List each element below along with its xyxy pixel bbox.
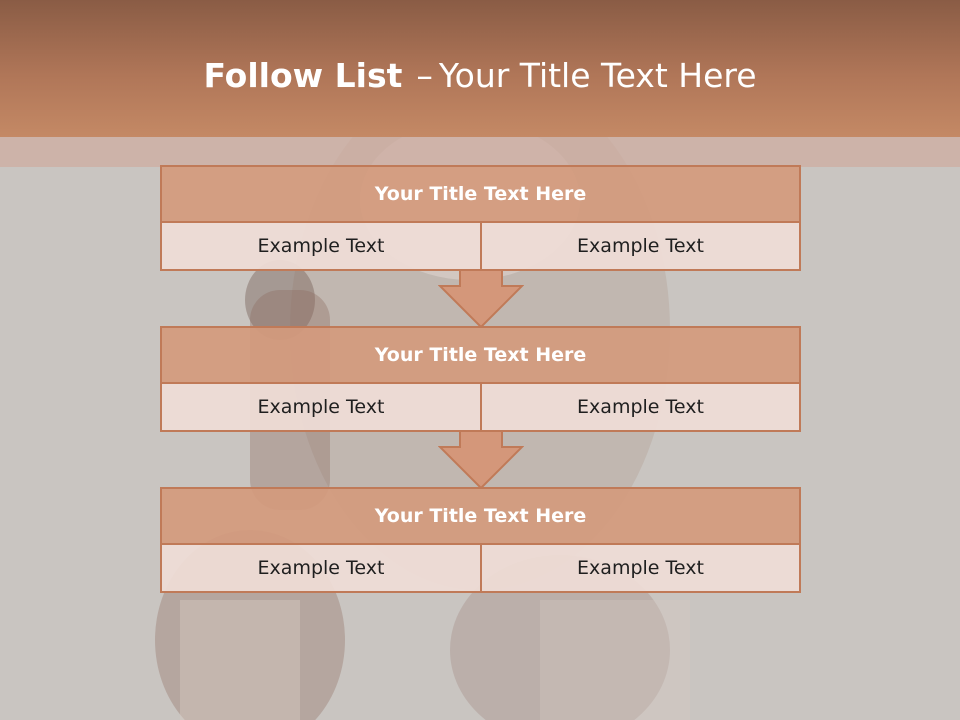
header-band [0, 137, 960, 167]
flow-step-left-text: Example Text [160, 221, 482, 271]
slide-title-bold: Follow List [203, 56, 403, 95]
slide-title-dash: – [416, 56, 433, 95]
flow-step-2: Your Title Text Here Example Text Exampl… [160, 326, 801, 432]
slide-title: Follow List–Your Title Text Here [0, 56, 960, 95]
flow-step-title: Your Title Text Here [160, 326, 801, 384]
flow-step-1: Your Title Text Here Example Text Exampl… [160, 165, 801, 271]
down-arrow-icon [438, 270, 524, 328]
flow-step-title: Your Title Text Here [160, 487, 801, 545]
down-arrow-icon [438, 431, 524, 489]
flow-step-right-text: Example Text [480, 221, 801, 271]
flow-step-3: Your Title Text Here Example Text Exampl… [160, 487, 801, 593]
flow-step-left-text: Example Text [160, 382, 482, 432]
flow-step-right-text: Example Text [480, 543, 801, 593]
flow-step-left-text: Example Text [160, 543, 482, 593]
flow-step-title: Your Title Text Here [160, 165, 801, 223]
header-bar [0, 0, 960, 137]
slide-title-rest: Your Title Text Here [438, 56, 757, 95]
flow-step-right-text: Example Text [480, 382, 801, 432]
